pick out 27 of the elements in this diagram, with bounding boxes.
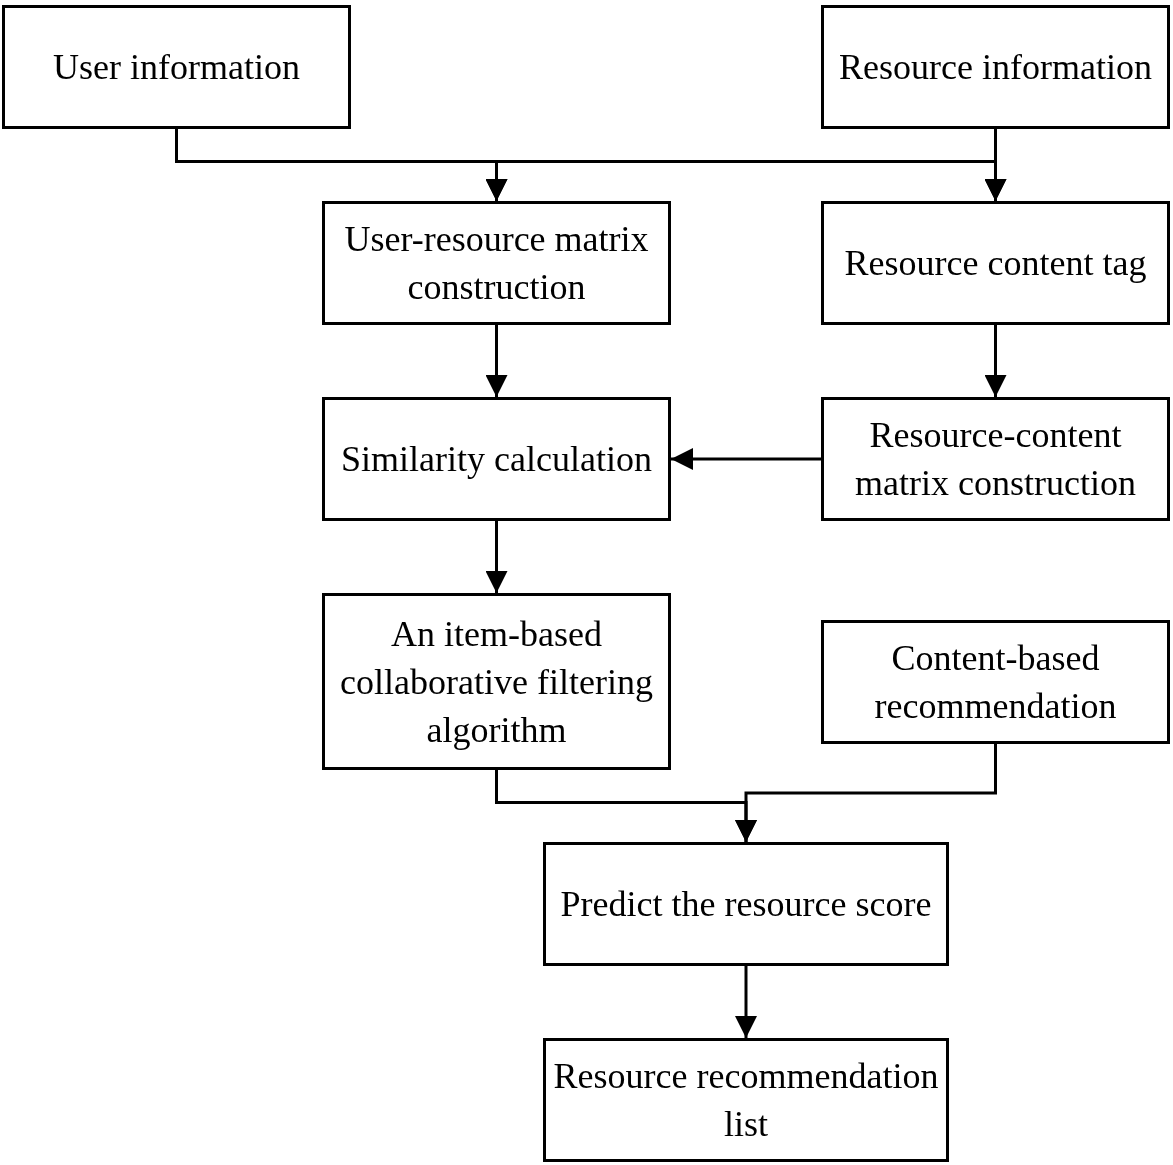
process-box xyxy=(543,1038,949,1162)
arrow xyxy=(735,966,757,1038)
box-label: Content-based recommendation xyxy=(873,637,1118,728)
box-label: Resource content tag xyxy=(844,242,1147,285)
box-label: Resource recommendation list xyxy=(552,1055,940,1146)
box-label: Similarity calculation xyxy=(341,438,652,481)
arrow xyxy=(735,744,997,842)
process-box xyxy=(821,620,1170,744)
process-box xyxy=(322,593,671,770)
process-box xyxy=(322,397,671,521)
arrow xyxy=(485,521,508,593)
process-box xyxy=(322,201,671,325)
box-label: An item-based collaborative filtering algorithm xyxy=(339,612,654,752)
box-label: User-resource matrix construction xyxy=(343,218,650,309)
process-box xyxy=(821,201,1170,325)
process-box xyxy=(821,397,1170,521)
arrow xyxy=(984,129,1007,201)
arrow xyxy=(485,325,508,397)
box-label: Resource-content matrix construction xyxy=(854,414,1137,505)
box-label: Resource information xyxy=(839,46,1152,89)
process-box xyxy=(2,5,351,129)
box-label: User information xyxy=(53,46,300,89)
arrow xyxy=(984,325,1007,397)
process-box xyxy=(821,5,1170,129)
box-label: Predict the resource score xyxy=(560,883,932,926)
arrow xyxy=(671,448,821,470)
process-box xyxy=(543,842,949,966)
